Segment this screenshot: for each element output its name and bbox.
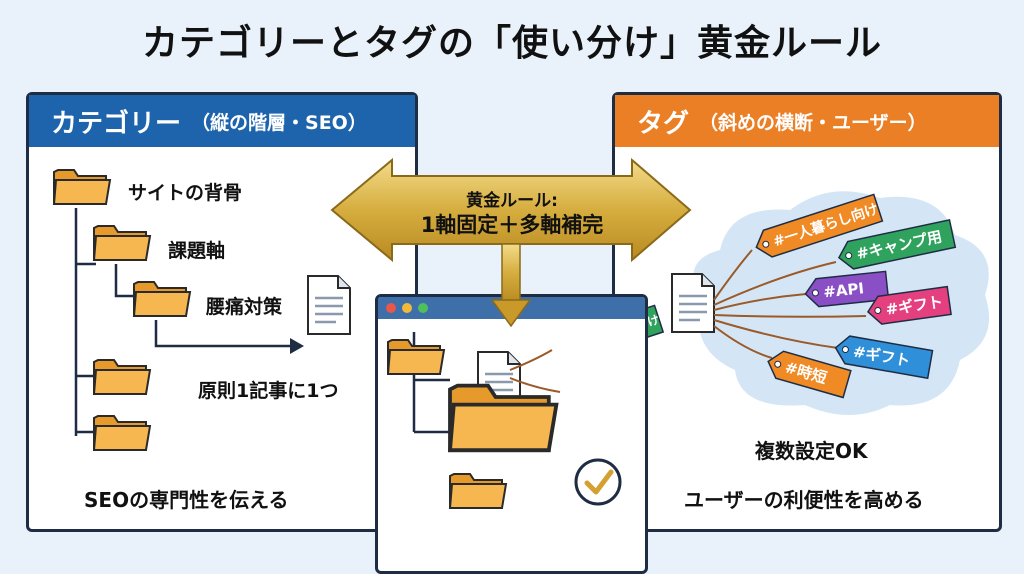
tag-panel-header: タグ （斜めの横断・ユーザー） (615, 95, 999, 147)
category-tree-diagram (53, 169, 352, 451)
tree-label-level2: 課題軸 (168, 240, 226, 262)
window-maximize-dot (418, 303, 428, 313)
tag-subheading: （斜めの横断・ユーザー） (699, 111, 927, 134)
category-heading: カテゴリー (51, 108, 182, 139)
window-minimize-dot (402, 303, 412, 313)
tag-label-3: #API (804, 270, 890, 308)
tree-arrowhead (290, 338, 304, 354)
golden-rule-arrow (330, 157, 692, 328)
tree-note: 原則1記事に1つ (198, 380, 339, 402)
tag-label-3-label: #API (822, 279, 864, 301)
double-arrow-shape (330, 157, 692, 263)
tag-label-6: #時短 (767, 350, 852, 399)
golden-rule-title: 黄金ルール: (466, 191, 558, 211)
tag-string (509, 349, 553, 371)
tag-note: 複数設定OK (755, 439, 868, 463)
tree-branch (114, 264, 136, 298)
tree-label-level3: 腰痛対策 (206, 296, 283, 318)
category-subheading: （縦の階層・SEO） (191, 111, 367, 134)
tag-label-4: #ギフト (866, 285, 952, 325)
tag-string (509, 377, 561, 393)
down-arrowhead (490, 299, 532, 328)
center-window-graphics (387, 332, 622, 509)
tag-label-5: #ギフト (834, 335, 934, 380)
tag-footer: ユーザーの利便性を高める (684, 488, 924, 512)
category-panel: カテゴリー （縦の階層・SEO） (26, 92, 418, 532)
golden-rule-text: 1軸固定＋多軸補完 (420, 213, 604, 237)
category-footer: SEOの専門性を伝える (84, 488, 289, 512)
page-title: カテゴリーとタグの「使い分け」黄金ルール (141, 23, 882, 64)
tree-label-level1: サイトの背骨 (128, 182, 243, 204)
category-panel-header: カテゴリー （縦の階層・SEO） (29, 95, 415, 147)
window-close-dot (386, 303, 396, 313)
tag-heading: タグ (637, 108, 690, 139)
tree-arrow-line (154, 320, 290, 348)
tag-strings (713, 249, 867, 359)
down-arrow-shaft (501, 243, 521, 303)
